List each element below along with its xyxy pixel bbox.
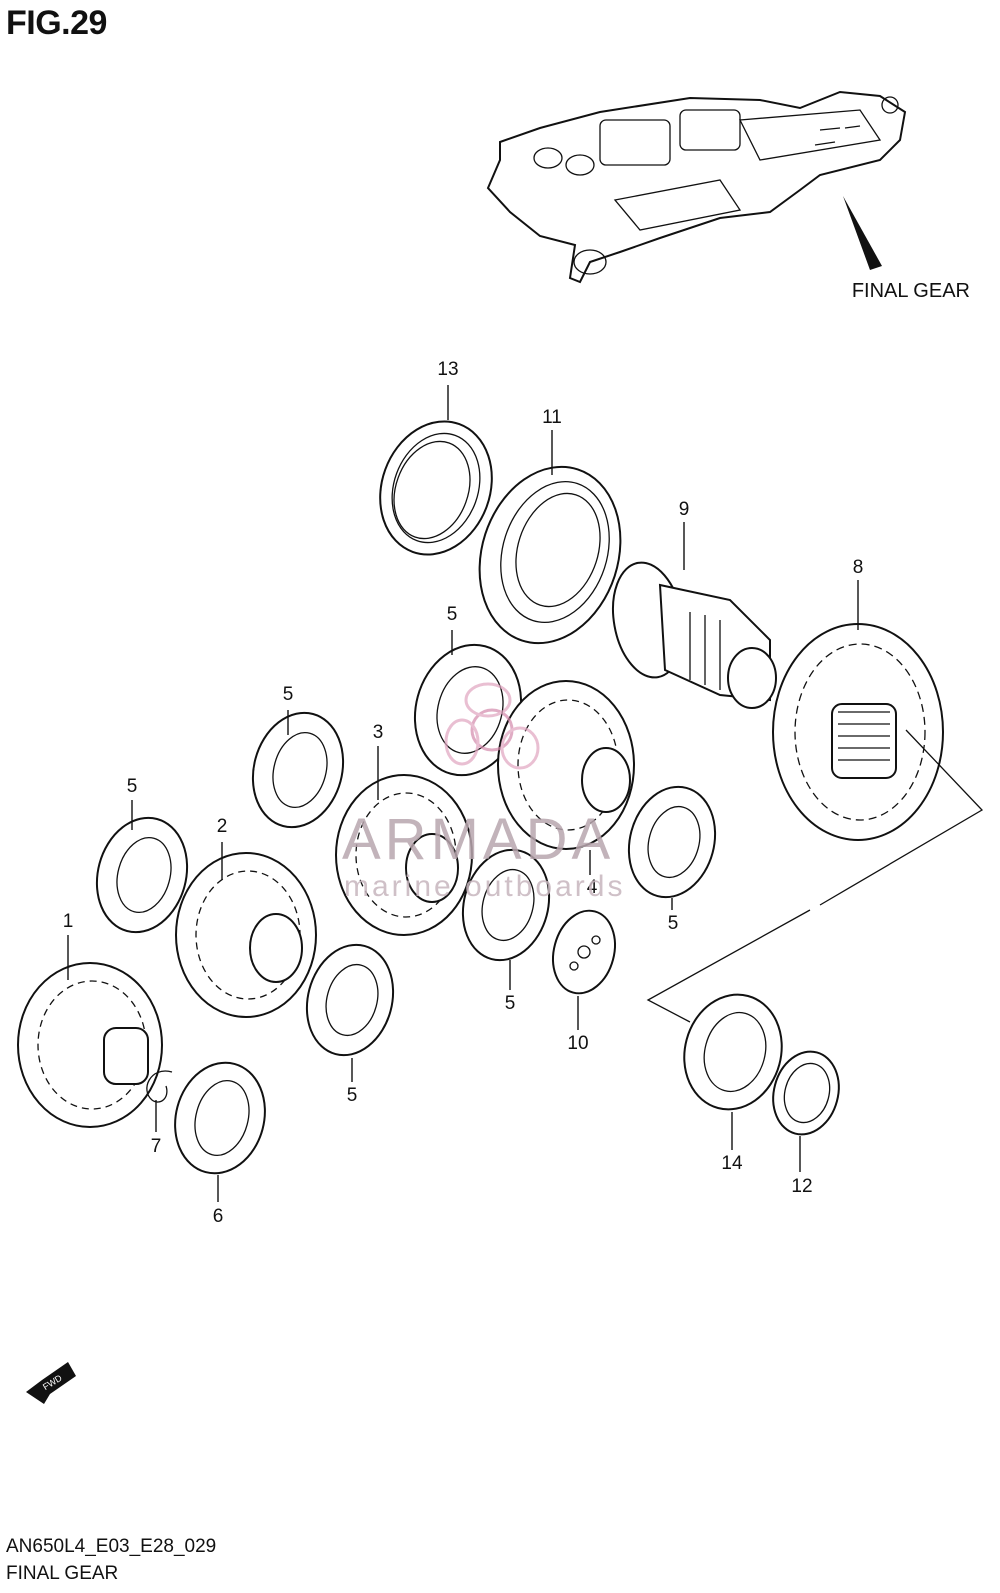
part-5-bearing-d	[627, 785, 717, 899]
part-14-bearing	[683, 993, 783, 1111]
ref-label-4: 4	[587, 877, 598, 898]
ref-label-5-b: 5	[283, 684, 294, 705]
watermark-brand: ARMADA	[342, 807, 615, 872]
ref-label-9: 9	[679, 499, 690, 520]
ref-label-13: 13	[437, 359, 458, 380]
part-12-seal	[772, 1050, 840, 1136]
ref-label-1: 1	[63, 911, 74, 932]
part-10-plate	[552, 909, 616, 995]
part-5-bearing-b	[251, 711, 345, 829]
fwd-direction-arrow: FWD	[26, 1362, 76, 1404]
ref-label-5-e: 5	[505, 993, 516, 1014]
part-5-bearing-e	[461, 848, 551, 962]
ref-label-2: 2	[217, 816, 228, 837]
ref-label-6: 6	[213, 1206, 224, 1227]
ref-label-7: 7	[151, 1136, 162, 1157]
ref-label-3: 3	[373, 722, 384, 743]
engine-assembly-illustration	[486, 90, 907, 284]
part-2-gear	[175, 852, 317, 1018]
part-3-gear	[335, 774, 473, 936]
part-1-gear	[17, 962, 163, 1128]
final-gear-callout: FINAL GEAR	[851, 280, 970, 302]
ref-label-12: 12	[791, 1176, 812, 1197]
part-5-bearing-f	[305, 943, 395, 1057]
ref-label-8: 8	[853, 557, 864, 578]
final-gear-pointer	[843, 196, 882, 270]
ref-label-11: 11	[542, 407, 562, 428]
part-8-gear	[772, 623, 944, 841]
diagram-code: AN650L4_E03_E28_029	[6, 1536, 217, 1557]
ref-label-14: 14	[721, 1153, 743, 1174]
watermark-propeller-icon	[444, 682, 540, 770]
leader-lines	[67, 385, 859, 1202]
watermark-subtitle: marine outboards	[344, 870, 626, 903]
part-11-bearing	[478, 465, 622, 645]
figure-title: FIG.29	[6, 4, 107, 42]
ref-label-5-f: 5	[347, 1085, 358, 1106]
part-13-oil-seal	[379, 420, 493, 556]
reference-labels: 13 11 9 8 5 5 3 5 2 4 5 1 5 10 5 7 14 12…	[63, 359, 864, 1227]
ref-label-5-d: 5	[668, 913, 679, 934]
part-5-bearing-a	[413, 643, 523, 777]
ref-label-5-c: 5	[127, 776, 138, 797]
part-5-bearing-c	[95, 816, 189, 934]
assembly-bracket-line	[646, 729, 984, 1023]
part-7-circlip	[146, 1070, 173, 1103]
ref-label-5-a: 5	[447, 604, 458, 625]
part-4-gear	[497, 680, 635, 850]
ref-label-10: 10	[567, 1033, 588, 1054]
diagram-name: FINAL GEAR	[6, 1563, 119, 1584]
part-6-bearing	[174, 1061, 266, 1175]
part-9-shaft	[612, 561, 777, 709]
